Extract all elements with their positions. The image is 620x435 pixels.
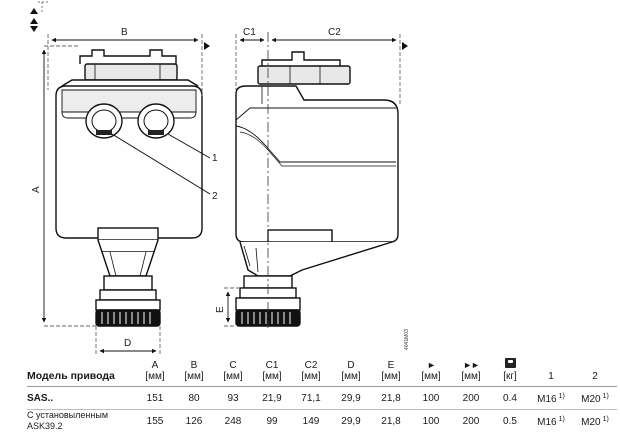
col-clearance-2: ►►[мм]: [451, 356, 491, 387]
dimension-drawing: 1 2 B A D: [30, 1, 410, 355]
dimensions-table: Модель привода A[мм] B[мм] C[мм] C1[мм] …: [27, 356, 617, 432]
dimension-e: [224, 287, 240, 327]
value-e: 21,8: [381, 415, 401, 427]
table-row: SAS.. 151 80 93 21,9 71,1 29,9 21,8 100 …: [27, 386, 617, 410]
col-c: C[мм]: [213, 356, 253, 387]
dimension-a-label: A: [31, 186, 42, 193]
col-c1: C1[мм]: [253, 356, 291, 387]
value-c1: 21,9: [253, 386, 291, 410]
value-clearance-1: 100: [422, 415, 440, 427]
dimension-b-label: B: [121, 27, 128, 38]
dimension-c2-label: C2: [328, 27, 341, 38]
value-a: 151: [135, 386, 175, 410]
value-b: 126: [185, 415, 203, 427]
col-d: D[мм]: [331, 356, 371, 387]
value-c2: 149: [302, 415, 320, 427]
value-weight: 0.5: [503, 415, 517, 427]
value-c: 93: [213, 386, 253, 410]
col-e: E[мм]: [371, 356, 411, 387]
model-header: Модель привода: [27, 356, 135, 387]
drawing-code: 4041M03: [404, 329, 410, 350]
callout-1-label: 1: [212, 153, 218, 164]
clearance-arrows: [30, 1, 48, 32]
dimension-d-label: D: [124, 338, 131, 349]
value-d: 29,9: [331, 386, 371, 410]
value-weight: 0.4: [491, 386, 529, 410]
value-c1: 99: [266, 415, 278, 427]
col-2: 2: [573, 356, 617, 387]
dimension-c1-label: C1: [243, 27, 256, 38]
value-c2: 71,1: [291, 386, 331, 410]
value-c: 248: [224, 415, 242, 427]
value-d: 29,9: [341, 415, 361, 427]
value-b: 80: [175, 386, 213, 410]
dimension-a: [41, 45, 96, 327]
value-clearance-2: 200: [451, 386, 491, 410]
table-header-row: Модель привода A[мм] B[мм] C[мм] C1[мм] …: [27, 356, 617, 387]
col-a: A[мм]: [135, 356, 175, 387]
front-view: [55, 49, 203, 327]
value-clearance-2: 200: [462, 415, 480, 427]
side-view: [235, 51, 399, 327]
dimension-e-label: E: [215, 306, 226, 313]
value-clearance-1: 100: [411, 386, 451, 410]
dimension-c1-c2: [235, 34, 408, 104]
value-e: 21,8: [371, 386, 411, 410]
col-b: B[мм]: [175, 356, 213, 387]
col-c2: C2[мм]: [291, 356, 331, 387]
dimension-d: [95, 326, 161, 355]
value-a: 155: [146, 415, 164, 427]
col-1: 1: [529, 356, 573, 387]
col-weight: [кг]: [491, 356, 529, 387]
callout-2-label: 2: [212, 191, 218, 202]
dimension-b: [47, 34, 210, 96]
col-clearance-1: ►[мм]: [411, 356, 451, 387]
callout-leaders: [111, 133, 211, 195]
weight-icon: [504, 358, 516, 368]
model-cell: SAS..: [27, 386, 135, 410]
